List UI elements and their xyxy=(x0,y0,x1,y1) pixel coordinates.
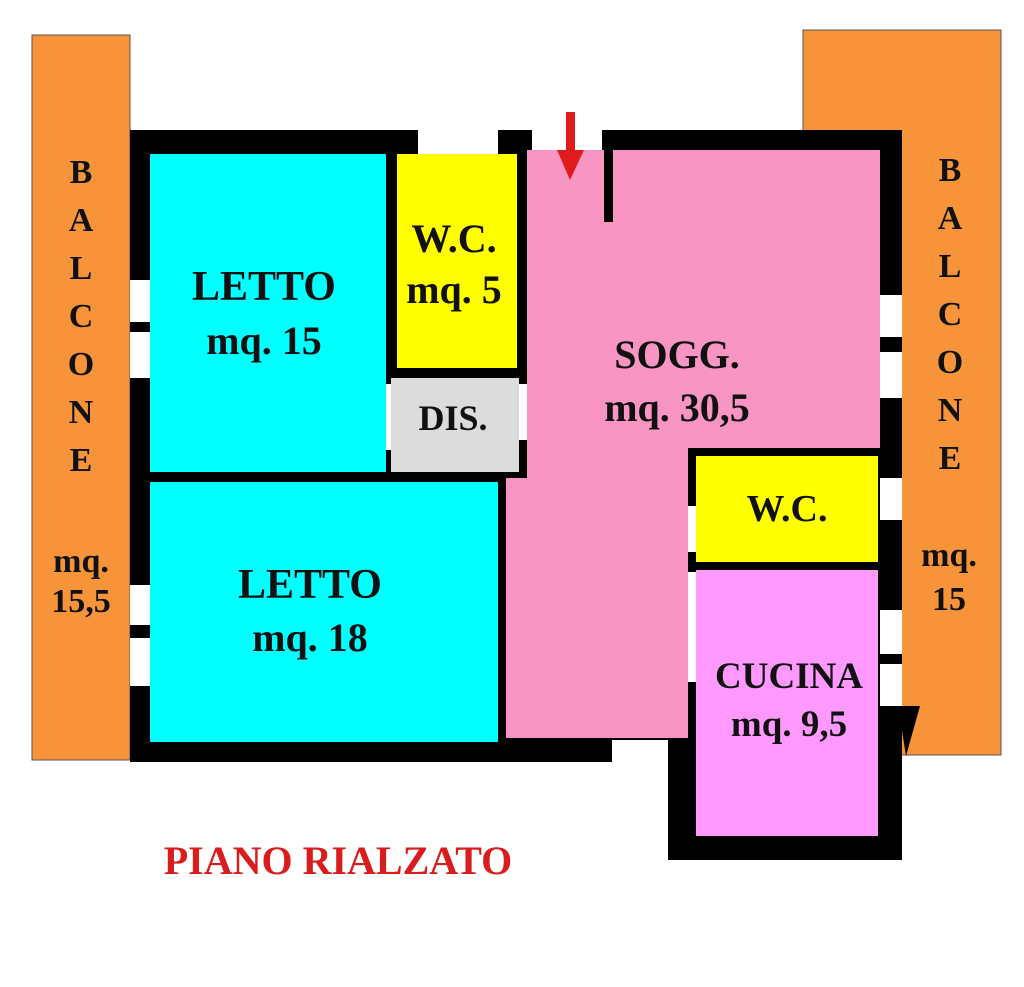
balcony-left-area-label: mq. xyxy=(53,543,109,580)
entrance-gap xyxy=(418,128,498,154)
window-right-3 xyxy=(880,478,902,520)
floor-label: PIANO RIALZATO xyxy=(164,838,513,883)
window-inner-1 xyxy=(688,506,696,552)
balcony-left-label: B A L C O N E mq. 15,5 xyxy=(51,154,111,620)
window-right-5 xyxy=(880,664,902,706)
window-right-2 xyxy=(880,352,902,398)
balcony-left-letter: L xyxy=(70,250,93,287)
balcony-left-letter: A xyxy=(69,202,94,239)
window-left-2 xyxy=(130,332,150,378)
balcony-right-letter: L xyxy=(939,248,962,285)
window-inner-2 xyxy=(688,572,696,682)
room-letto-1-area: mq. 15 xyxy=(206,318,322,363)
room-letto-1-name: LETTO xyxy=(192,264,336,310)
balcony-right-letter: A xyxy=(938,200,963,237)
balcony-left-letter: C xyxy=(69,298,94,335)
room-cucina-area: mq. 9,5 xyxy=(731,704,847,745)
partition-stub xyxy=(604,150,613,222)
balcony-left-area-value: 15,5 xyxy=(51,583,111,620)
balcony-right-label: B A L C O N E mq. 15 xyxy=(921,152,977,618)
balcony-right-letter: C xyxy=(938,296,963,333)
kitchen-door-swing xyxy=(898,706,920,756)
window-inner-4 xyxy=(519,384,527,440)
window-left-1 xyxy=(130,280,150,322)
room-wc-2 xyxy=(696,456,878,562)
window-left-3 xyxy=(130,585,150,625)
room-dis-name: DIS. xyxy=(418,398,487,438)
balcony-right-letter: N xyxy=(938,392,963,429)
window-left-4 xyxy=(130,638,150,686)
balcony-right-letter: B xyxy=(939,152,962,189)
room-soggiorno xyxy=(506,150,880,738)
window-inner-3 xyxy=(386,384,391,450)
balcony-left xyxy=(31,34,131,761)
balcony-right-area-label: mq. xyxy=(921,537,977,574)
room-wc-1 xyxy=(397,154,517,368)
room-wc-1-name: W.C. xyxy=(411,216,496,261)
wall-bottom-right-clear xyxy=(612,740,668,800)
room-cucina-name: CUCINA xyxy=(715,656,863,697)
room-letto-2-area: mq. 18 xyxy=(252,615,368,660)
window-right-4 xyxy=(880,610,902,654)
balcony-left-letter: B xyxy=(70,154,93,191)
room-soggiorno-name: SOGG. xyxy=(614,332,740,377)
balcony-left-letter: E xyxy=(70,442,93,479)
entrance-arrow-icon xyxy=(557,112,584,180)
room-soggiorno-area: mq. 30,5 xyxy=(604,385,750,430)
window-right-1 xyxy=(880,295,902,337)
room-cucina xyxy=(696,570,878,836)
balcony-right-letter: O xyxy=(937,344,963,381)
balcony-right-area-value: 15 xyxy=(932,581,966,618)
balcony-right-letter: E xyxy=(939,440,962,477)
room-letto-2 xyxy=(150,482,498,742)
balcony-left-letter: N xyxy=(69,394,94,431)
room-wc-1-area: mq. 5 xyxy=(406,267,502,312)
balcony-left-letter: O xyxy=(68,346,94,383)
room-letto-2-name: LETTO xyxy=(238,562,382,608)
room-dis xyxy=(391,378,519,472)
room-wc-2-name: W.C. xyxy=(747,488,828,530)
room-letto-1 xyxy=(150,154,386,472)
